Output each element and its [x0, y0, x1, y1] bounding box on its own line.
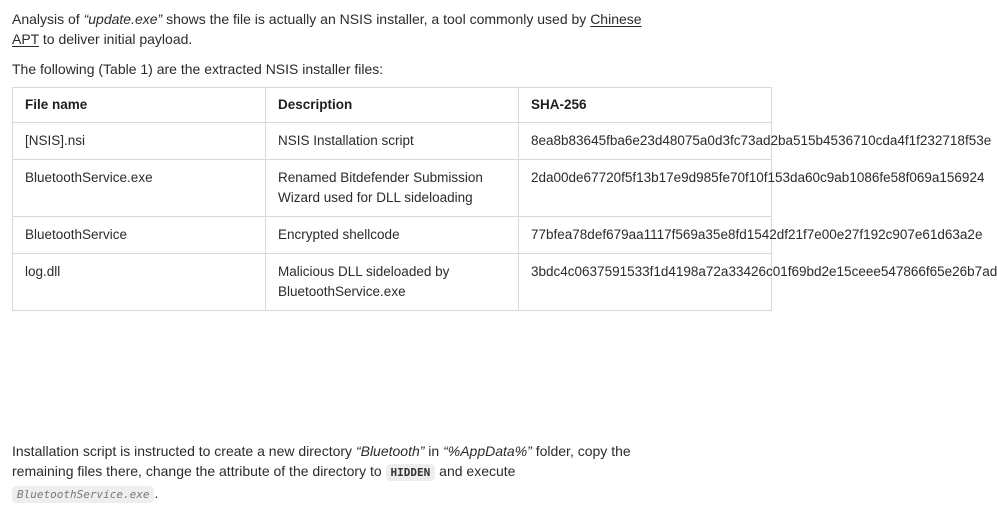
file-name-cell: log.dll — [12, 253, 266, 311]
outro-text-2: in — [424, 443, 444, 459]
outro-text-1: Installation script is instructed to cre… — [12, 443, 356, 459]
table-header-row: File name Description SHA-256 — [12, 87, 772, 123]
table-row: [NSIS].nsi NSIS Installation script 8ea8… — [12, 122, 991, 160]
sha256-cell: 77bfea78def679aa1117f569a35e8fd1542df21f… — [518, 216, 982, 254]
outro-text-3: folder, copy the remaining files there, … — [12, 443, 631, 479]
intro-text-2: shows the file is actually an NSIS insta… — [162, 11, 591, 27]
exe-code: BluetoothService.exe — [12, 486, 155, 503]
header-file-name: File name — [12, 87, 266, 123]
sha256-cell: 3bdc4c0637591533f1d4198a72a33426c01f69bd… — [518, 253, 997, 311]
outro-dir-name: “Bluetooth” — [355, 443, 425, 459]
outro-paragraph: Installation script is instructed to cre… — [12, 441, 664, 505]
installer-files-table: File name Description SHA-256 [NSIS].nsi… — [12, 87, 997, 311]
header-description: Description — [265, 87, 519, 123]
installer-files-table-container[interactable]: File name Description SHA-256 [NSIS].nsi… — [12, 87, 997, 396]
intro-text-1: Analysis of — [12, 11, 84, 27]
intro-paragraph: Analysis of “update.exe” shows the file … — [12, 9, 664, 49]
file-name-cell: BluetoothService — [12, 216, 266, 254]
description-cell: NSIS Installation script — [265, 122, 519, 160]
table-row: BluetoothService Encrypted shellcode 77b… — [12, 216, 982, 254]
file-name-cell: [NSIS].nsi — [12, 122, 266, 160]
chinese-apt-link[interactable]: Chinese APT — [12, 11, 642, 47]
hidden-attr-code: HIDDEN — [385, 464, 436, 481]
sha256-cell: 8ea8b83645fba6e23d48075a0d3fc73ad2ba515b… — [518, 122, 991, 160]
sha256-cell: 2da00de67720f5f13b17e9d985fe70f10f153da6… — [518, 159, 984, 217]
description-cell: Malicious DLL sideloaded by BluetoothSer… — [265, 253, 519, 311]
description-cell: Encrypted shellcode — [265, 216, 519, 254]
table-row: BluetoothService.exe Renamed Bitdefender… — [12, 159, 984, 217]
outro-text-5: . — [154, 485, 159, 501]
description-cell: Renamed Bitdefender Submission Wizard us… — [265, 159, 519, 217]
header-sha256: SHA-256 — [518, 87, 772, 123]
intro-text-3: to deliver initial payload. — [38, 31, 193, 47]
table-intro: The following (Table 1) are the extracte… — [12, 61, 384, 77]
outro-text-4: and execute — [435, 463, 516, 479]
outro-appdata: “%AppData%” — [443, 443, 532, 459]
file-name-cell: BluetoothService.exe — [12, 159, 266, 217]
intro-filename: “update.exe” — [83, 11, 163, 27]
table-row: log.dll Malicious DLL sideloaded by Blue… — [12, 253, 997, 311]
